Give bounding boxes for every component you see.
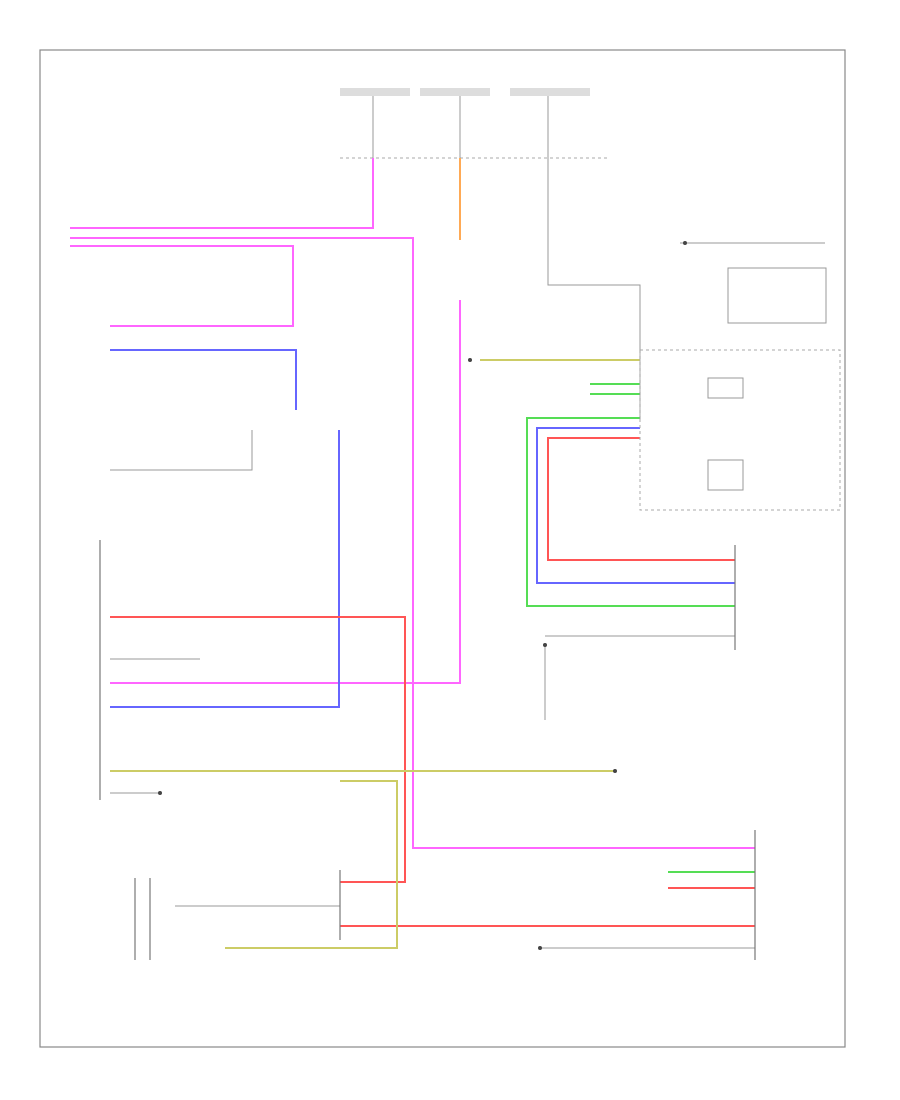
gray-wires — [110, 158, 755, 949]
pink-wire-b — [70, 237, 755, 849]
red-wire-a — [110, 616, 406, 883]
yellow-wires — [110, 359, 640, 949]
gray-wire-b — [110, 430, 253, 471]
fuse-block-3 — [510, 88, 590, 96]
fuse-block-1 — [340, 88, 410, 96]
pink-wire-c — [70, 245, 294, 327]
violet-wires — [110, 349, 735, 708]
dot-2 — [613, 769, 617, 773]
violet-wire-b — [110, 430, 340, 708]
green-wire-a — [526, 417, 735, 607]
meter-box — [639, 349, 841, 511]
dot-5 — [158, 791, 162, 795]
meter-inner-1 — [707, 377, 744, 399]
yellow-wire-b — [225, 780, 398, 949]
green-wires — [526, 383, 755, 873]
combination-meter — [639, 242, 841, 511]
red-wires — [110, 437, 755, 927]
dot-4 — [543, 643, 547, 647]
pink-wire-a — [70, 158, 374, 229]
violet-wire-c — [536, 427, 735, 584]
dot-6 — [683, 241, 687, 245]
pink-wire-d — [110, 300, 461, 684]
red-wire-c — [547, 437, 735, 561]
violet-wire-a — [110, 349, 297, 410]
meter-inner-3 — [727, 267, 827, 324]
diagram-frame — [39, 49, 846, 1048]
meter-inner-2 — [707, 459, 744, 491]
connector-bars — [99, 540, 756, 960]
pink-wires — [70, 158, 755, 849]
top-fuse-group — [340, 88, 610, 159]
terminal-dots — [158, 241, 687, 950]
fuse-block-2 — [420, 88, 490, 96]
dot-3 — [538, 946, 542, 950]
dot-1 — [468, 358, 472, 362]
gray-wire-a — [547, 158, 641, 420]
